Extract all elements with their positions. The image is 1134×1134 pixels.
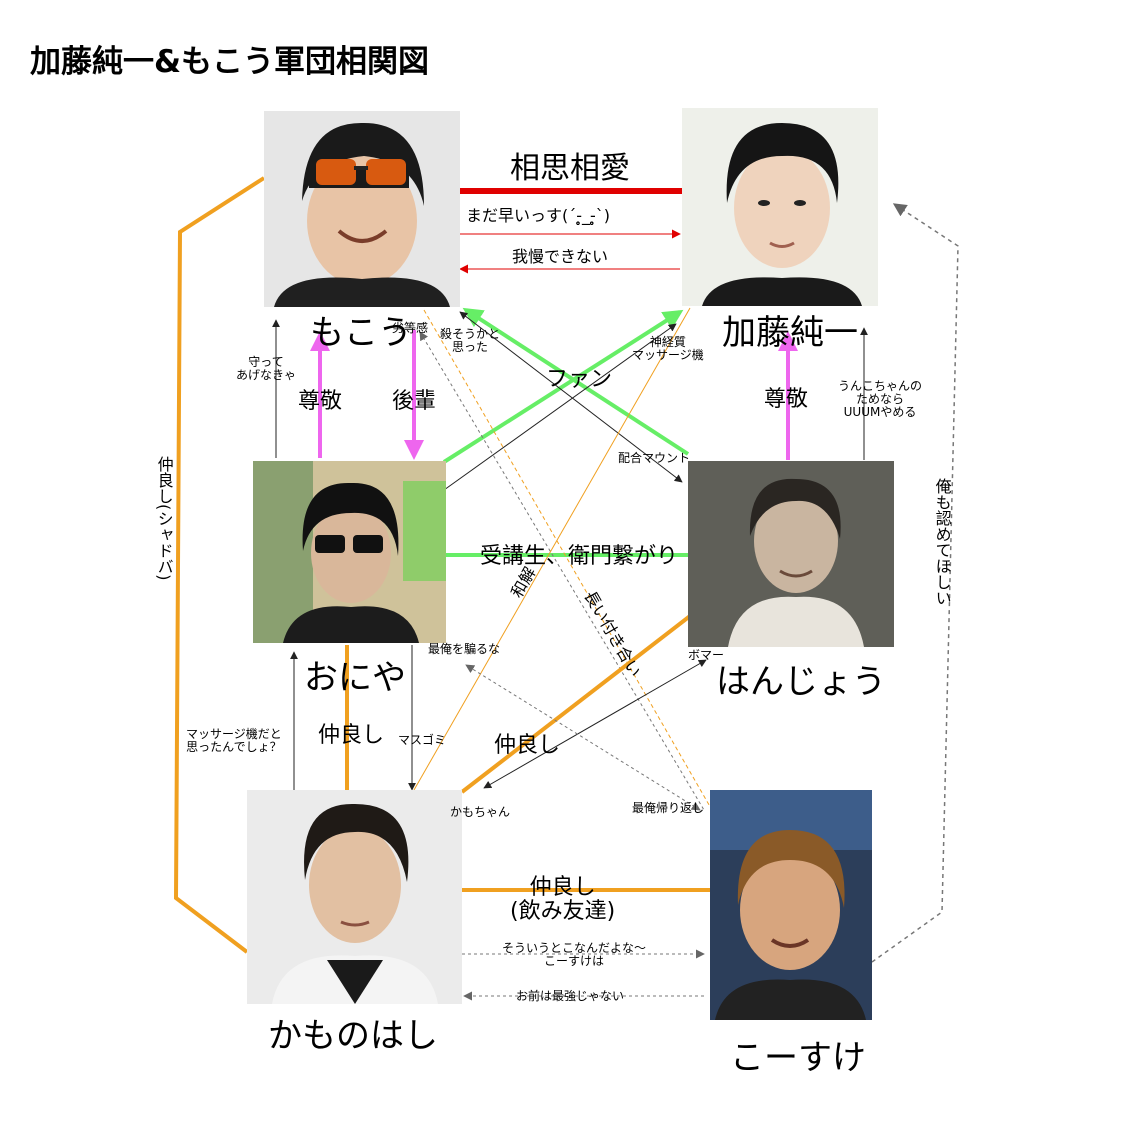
label-masugomi: マスゴミ — [398, 733, 447, 747]
kosuke-photo — [710, 790, 872, 1020]
oniya-photo — [253, 461, 446, 643]
label-nakayoshi-2: 仲良し — [494, 733, 561, 758]
label-haigou-mount: 配合マウント — [618, 451, 691, 465]
label-jukousei: 受講生、衛門繋がり — [480, 544, 679, 569]
label-souiu-toko: そういうとこなんだよな～ こーすけは — [502, 941, 647, 969]
label-korosou: 殺そうかと 思った — [440, 327, 501, 355]
label-mamotte: 守って あげなきゃ — [236, 355, 297, 383]
label-gaman: 我慢できない — [512, 247, 609, 266]
label-unko-text: うんこちゃんの ためなら UUUMやめる — [838, 379, 923, 420]
name-oniya: おにや — [304, 658, 406, 698]
label-sonkei-right: 尊敬 — [764, 387, 809, 412]
hanjou-photo — [688, 461, 894, 647]
diagram-title: 加藤純一&もこう軍団相関図 — [30, 44, 430, 80]
kamonohashi-photo — [247, 790, 462, 1004]
label-nakayoshi-nomi-text: 仲良し (飲み友達) — [510, 875, 616, 925]
label-sonkei-left: 尊敬 — [298, 389, 343, 414]
label-shinkeishitsu: 神経質 マッサージ機 — [632, 335, 704, 363]
line-nakayoshi-shadowverse — [173, 176, 266, 954]
label-bomber: ボマー — [688, 648, 725, 662]
label-kamochan: かもちゃん — [450, 805, 511, 819]
line-wakai — [413, 307, 691, 791]
label-shinkeishitsu-text: 神経質 マッサージ機 — [632, 335, 704, 363]
label-nakayoshi-shadowverse: 仲良し(シャドバ) — [154, 456, 174, 581]
arrow-ore-mo-mitomete — [871, 203, 959, 963]
mokou-photo — [264, 111, 460, 307]
label-mada-hayai: まだ早いっす(´-̥̥̥_-̥̥̥`) — [466, 206, 611, 225]
arrow-saiore — [465, 664, 701, 811]
label-massage-dato: マッサージ機だと 思ったんでしょ？ — [186, 727, 282, 755]
arrow-rettoukan — [419, 331, 705, 811]
junichi-photo — [682, 108, 878, 306]
label-korosou-text: 殺そうかと 思った — [440, 327, 501, 355]
label-fan: ファン — [546, 367, 613, 392]
name-kamonohashi: かものはし — [268, 1016, 438, 1056]
label-souiu-toko-text: そういうとこなんだよな～ こーすけは — [502, 941, 647, 969]
label-rettoukan: 劣等感 — [392, 321, 429, 335]
label-massage-dato-text: マッサージ機だと 思ったんでしょ？ — [186, 727, 282, 755]
name-mokou: もこう — [310, 313, 412, 353]
label-saiore-damasu: 最俺を騙るな — [428, 642, 501, 656]
label-kouhai: 後輩 — [392, 389, 437, 414]
label-saiore-kaeri: 最俺帰り返し — [632, 801, 705, 815]
label-nakayoshi-1: 仲良し — [318, 723, 385, 748]
label-soushi-souai: 相思相愛 — [510, 151, 630, 186]
arrow-bomber-kamochan — [483, 659, 707, 789]
line-nagai-tsukiai — [423, 309, 713, 811]
label-ore-mo-mitomete: 俺も認めてほしい — [932, 478, 952, 606]
label-omae-saikyou: お前は最強じゃない — [516, 989, 625, 1003]
name-junichi: 加藤純一 — [722, 313, 858, 353]
label-nakayoshi-nomi: 仲良し (飲み友達) — [510, 875, 616, 925]
name-hanjou: はんじょう — [716, 662, 886, 702]
arrow-korosou-haigou — [459, 311, 683, 483]
name-kosuke: こーすけ — [730, 1038, 866, 1078]
label-unko: うんこちゃんの ためなら UUUMやめる — [838, 379, 923, 420]
label-mamotte-text: 守って あげなきゃ — [236, 355, 297, 383]
